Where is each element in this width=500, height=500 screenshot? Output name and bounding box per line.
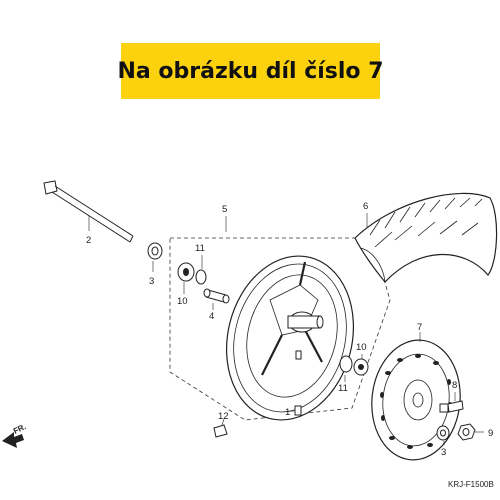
callout-11a: 11: [195, 243, 205, 254]
callout-10b: 10: [356, 342, 367, 353]
wheel-rim: [225, 255, 355, 421]
callout-3b: 3: [441, 447, 446, 458]
callout-3a: 3: [149, 276, 154, 287]
bearing-right: [353, 358, 369, 376]
bearing-left: [177, 262, 195, 282]
callout-4: 4: [209, 311, 214, 322]
callout-5: 5: [222, 204, 227, 215]
dust-seal-right: [339, 355, 353, 373]
callout-2: 2: [86, 235, 91, 246]
callout-1: 1: [285, 407, 290, 418]
axle-collar-left: [147, 242, 163, 260]
disc-bolt: [439, 400, 464, 413]
balance-weight: [213, 424, 228, 438]
callout-8: 8: [452, 380, 457, 391]
callout-6: 6: [363, 201, 368, 212]
diagram-code: KRJ-F1500B: [448, 480, 494, 489]
valve-stem: [294, 405, 302, 416]
dust-seal-left: [195, 269, 207, 285]
front-label: FR.: [12, 422, 28, 436]
assembly-outline: [169, 237, 391, 421]
tire: [354, 192, 498, 283]
callout-10a: 10: [177, 296, 188, 307]
callout-9: 9: [488, 428, 493, 439]
banner-text: Na obrázku díl číslo 7: [117, 58, 384, 84]
leader-12: [221, 418, 225, 426]
brake-disc: [371, 339, 461, 461]
callout-11b: 11: [338, 383, 348, 394]
part-number-banner: Na obrázku díl číslo 7: [117, 43, 384, 99]
axle-bolt: [43, 180, 134, 243]
axle-nut: [457, 423, 476, 441]
distance-collar: [203, 288, 230, 304]
callout-12: 12: [218, 411, 229, 422]
callout-7: 7: [417, 322, 422, 333]
axle-collar-right: [436, 425, 450, 441]
front-direction-arrow-icon: [2, 432, 24, 448]
